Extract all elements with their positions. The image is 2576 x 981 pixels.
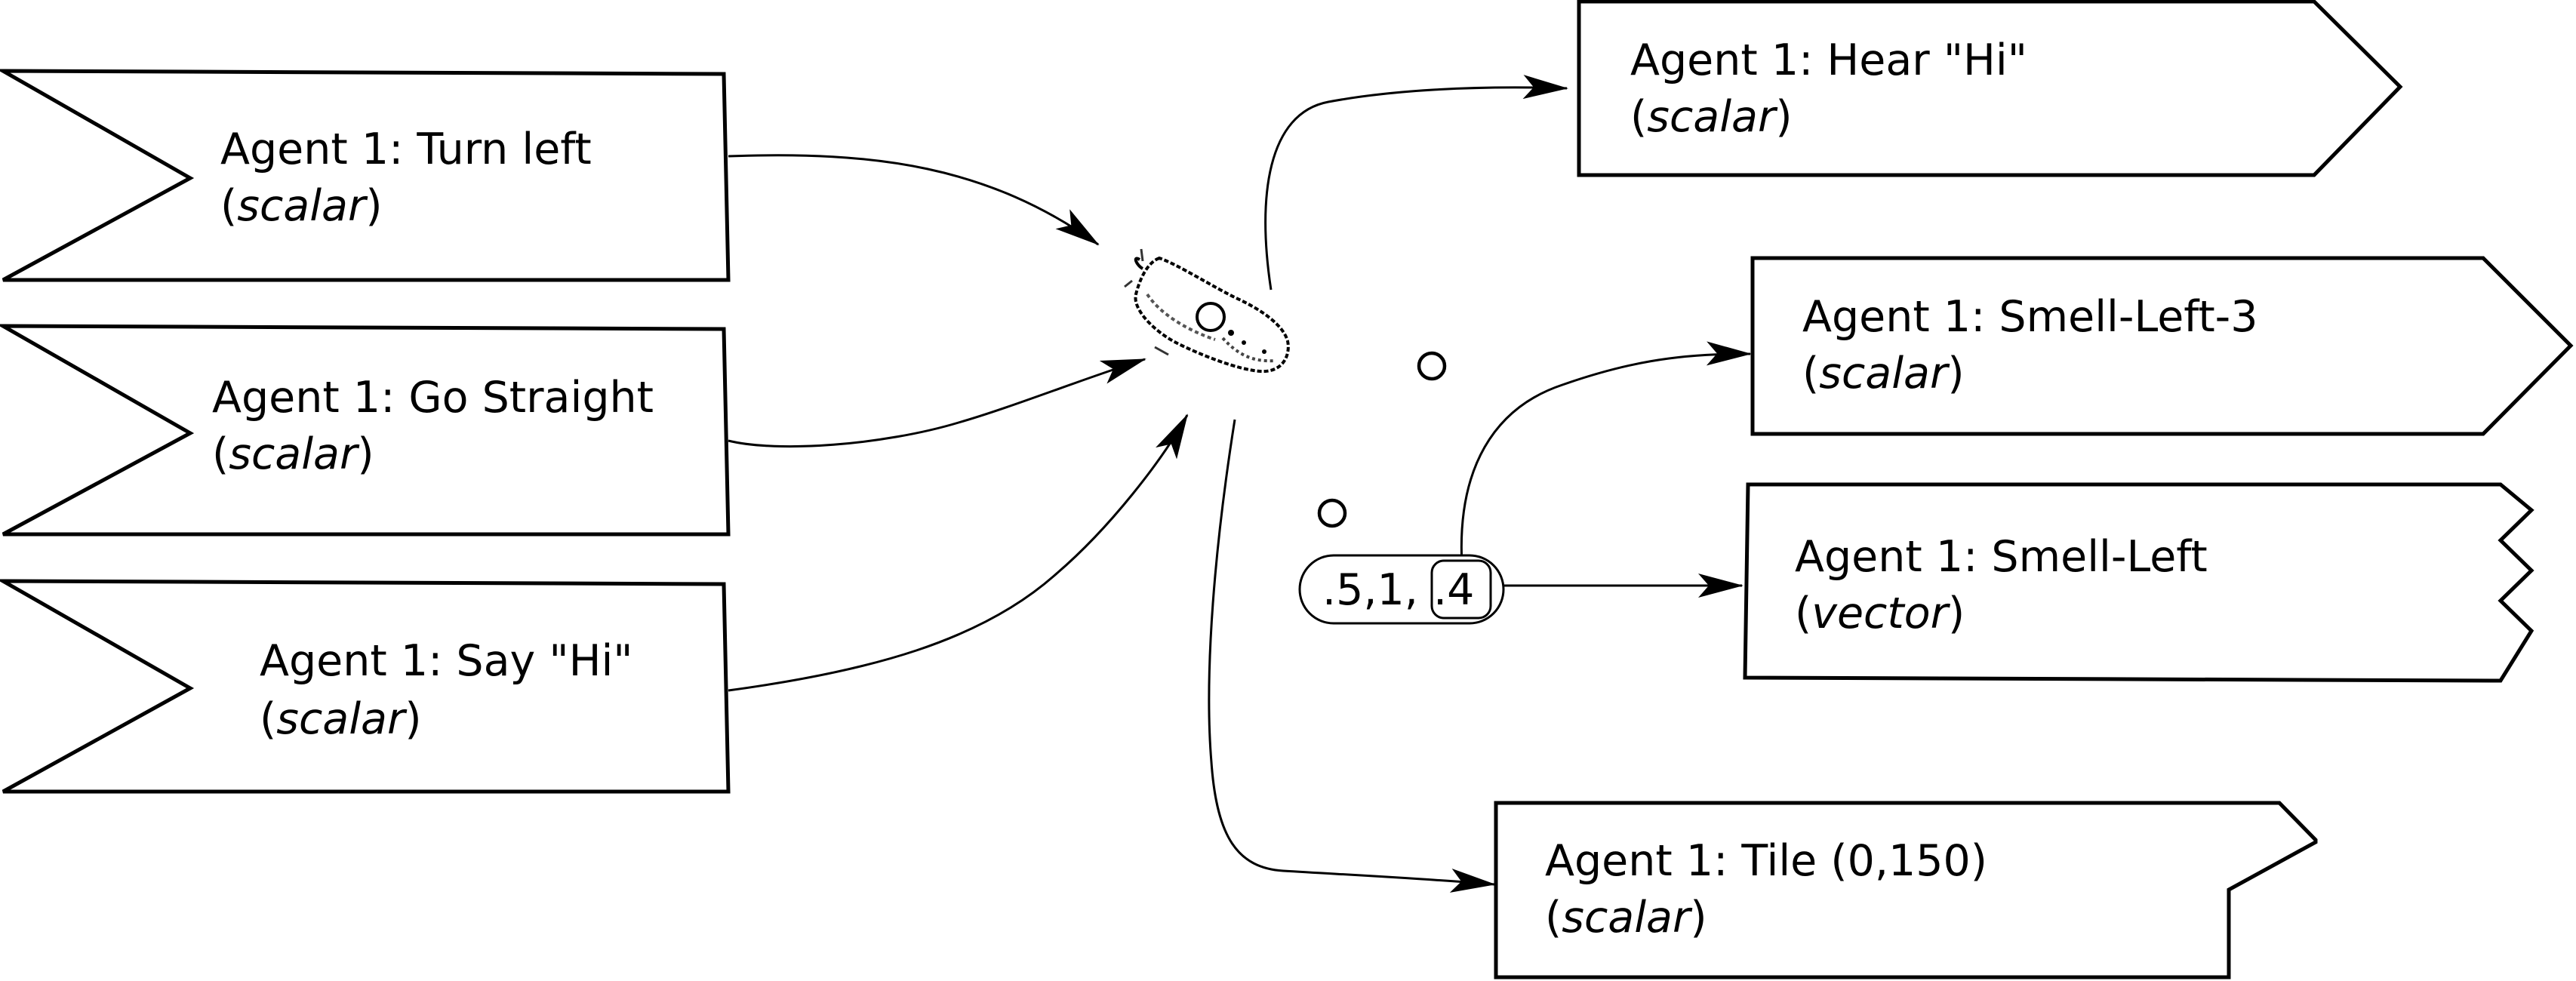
output-node-tile: Agent 1: Tile (0,150) (scalar)	[1494, 801, 2318, 979]
input-label-go-straight: Agent 1: Go Straight	[212, 373, 654, 423]
input-node-go-straight: Agent 1: Go Straight (scalar)	[0, 324, 731, 537]
mouse-icon	[1124, 248, 1290, 374]
connector-go-straight-to-agent	[728, 358, 1146, 448]
particle-dot	[1417, 351, 1447, 381]
vector-values-highlighted: .4	[1433, 565, 1474, 615]
input-type-turn-left: (scalar)	[220, 181, 383, 231]
highlighted-value-box	[1430, 559, 1492, 620]
input-type-go-straight: (scalar)	[212, 429, 374, 479]
vector-values-pill: .5,1, .4	[1298, 554, 1505, 625]
output-type-tile: (scalar)	[1545, 893, 1707, 943]
input-node-turn-left: Agent 1: Turn left (scalar)	[0, 69, 731, 282]
output-type-smell-left-3: (scalar)	[1802, 349, 1965, 398]
output-label-hear-hi: Agent 1: Hear "Hi"	[1630, 35, 2027, 85]
input-label-say-hi: Agent 1: Say "Hi"	[260, 636, 633, 686]
output-label-smell-left-3: Agent 1: Smell-Left-3	[1802, 292, 2258, 342]
connector-say-hi-to-agent	[728, 414, 1189, 692]
output-node-smell-left-3: Agent 1: Smell-Left-3 (scalar)	[1750, 256, 2574, 436]
connector-vector-to-smell-left-3	[1460, 341, 1752, 566]
particle-dot	[1317, 498, 1347, 528]
output-label-tile: Agent 1: Tile (0,150)	[1545, 836, 1987, 886]
output-type-smell-left: (vector)	[1795, 589, 1965, 638]
output-type-hear-hi: (scalar)	[1630, 92, 1793, 142]
output-node-smell-left: Agent 1: Smell-Left (vector)	[1743, 482, 2534, 683]
connector-agent-to-tile	[1208, 419, 1496, 893]
output-label-smell-left: Agent 1: Smell-Left	[1795, 532, 2208, 582]
connector-turn-left-to-agent	[728, 154, 1100, 246]
connector-agent-to-hear-hi	[1264, 75, 1568, 291]
input-label-turn-left: Agent 1: Turn left	[220, 125, 592, 174]
input-type-say-hi: (scalar)	[260, 694, 422, 744]
output-node-hear-hi: Agent 1: Hear "Hi" (scalar)	[1577, 0, 2403, 177]
input-node-say-hi: Agent 1: Say "Hi" (scalar)	[0, 579, 731, 794]
vector-values-prefix: .5,1,	[1322, 565, 1418, 615]
